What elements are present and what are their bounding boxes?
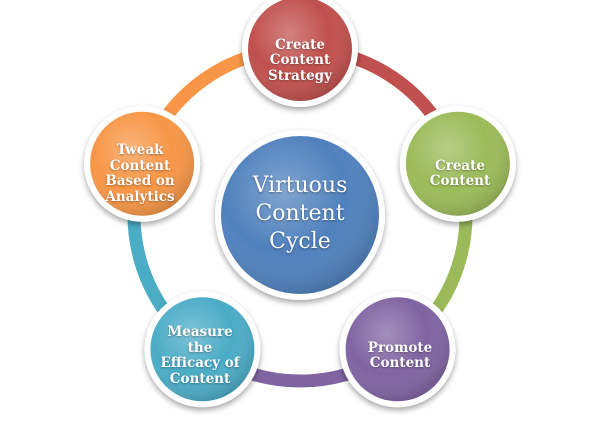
step-label-line: Create — [274, 36, 326, 53]
step-label-line: Efficacy of — [160, 355, 240, 371]
center-label-line: Cycle — [269, 229, 331, 254]
step-label-line: Content — [269, 52, 331, 69]
center-circle-disc — [215, 130, 385, 300]
center-label-line: Virtuous — [252, 173, 348, 198]
step-circle-tweak-content — [84, 105, 201, 222]
step-label-line: Strategy — [268, 67, 332, 84]
center-label-line: Content — [255, 201, 345, 226]
step-label-line: Promote — [367, 339, 433, 356]
step-label-line: Content — [429, 173, 491, 189]
step-label-line: Content — [369, 355, 431, 371]
step-label-promote-content: Promote Content — [353, 323, 447, 389]
step-label-line: Analytics — [105, 188, 175, 205]
step-circle-promote-content — [339, 291, 456, 408]
step-label-line: the — [187, 339, 213, 356]
step-label-line: Content — [169, 370, 231, 387]
step-label-line: Based on — [105, 173, 175, 189]
step-circles — [84, 0, 516, 408]
step-label-line: Create — [434, 157, 486, 174]
step-circle-create-content — [399, 105, 516, 222]
step-label-measure-efficacy: Measure the Efficacy of Content — [153, 321, 247, 391]
step-label-line: Measure — [167, 324, 233, 340]
step-label-line: Tweak — [116, 142, 164, 158]
center-label: Virtuous Content Cycle — [220, 158, 380, 270]
step-label-tweak-content: Tweak Content Based on Analytics — [92, 138, 188, 210]
step-label-line: Content — [109, 157, 171, 174]
center-circle — [215, 130, 385, 300]
step-circle-measure-efficacy — [144, 291, 261, 408]
step-circle-create-content-strategy — [242, 0, 358, 107]
step-label-create-content: Create Content — [412, 141, 508, 207]
step-label-create-content-strategy: Create Content Strategy — [251, 28, 349, 94]
